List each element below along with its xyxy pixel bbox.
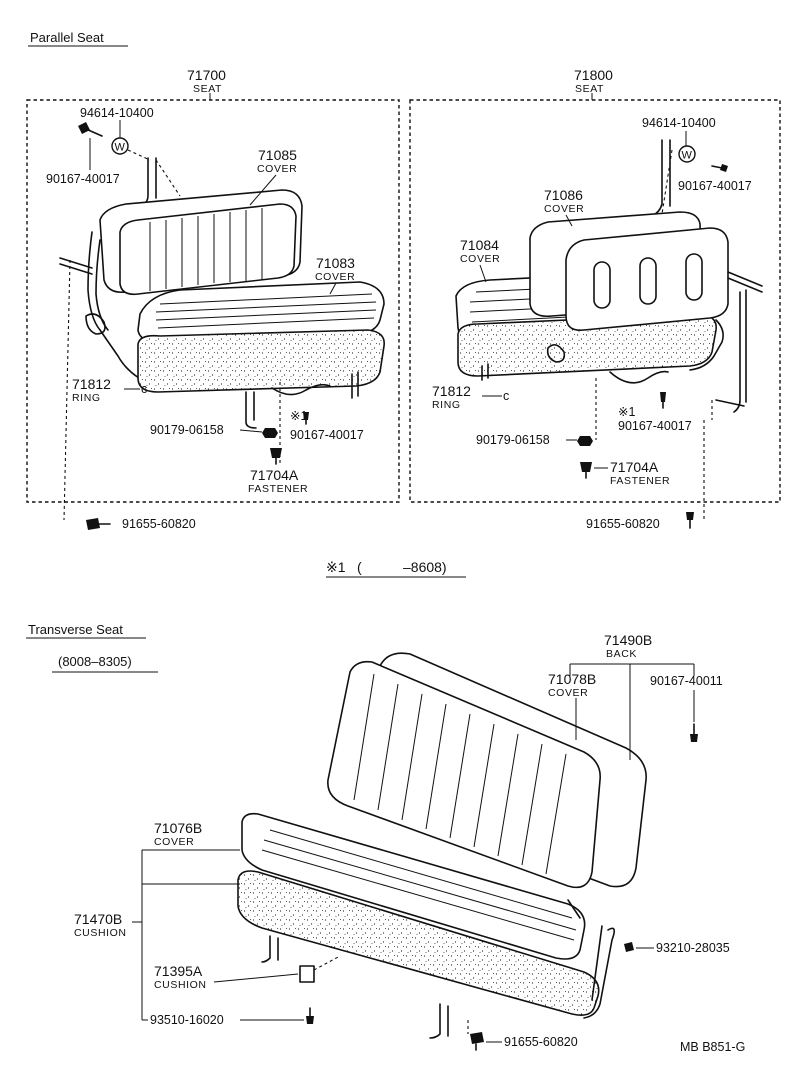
leader: [213, 973, 299, 983]
left-bolt-top: 94614-10400: [80, 106, 154, 120]
sub-cushion-number: 71395A: [154, 963, 203, 979]
bracket: [141, 849, 240, 1020]
right-back-cover-label: COVER: [544, 203, 584, 215]
leader: [565, 214, 573, 227]
right-cushion-cover-number: 71084: [460, 237, 499, 253]
left-seat-number: 71700: [187, 67, 226, 83]
right-note-mark: ※1: [618, 405, 635, 419]
fastener-icon: [580, 462, 592, 479]
footer-code: MB B851-G: [680, 1040, 745, 1054]
left-washer-label: W: [115, 142, 126, 154]
right-bolt-top: 94614-10400: [642, 116, 716, 130]
screw-icon: [303, 412, 309, 425]
right-washer-label: W: [682, 150, 693, 162]
right-fastener-label: FASTENER: [610, 475, 670, 487]
fastener-icon: [270, 448, 282, 465]
parallel-seat-section: Parallel Seat 71700 SEAT: [26, 30, 781, 578]
right-fastener-number: 71704A: [610, 459, 659, 475]
back-cover-number: 71078B: [548, 671, 596, 687]
right-screw-top: 90167-40017: [678, 179, 752, 193]
right-nut: 90179-06158: [476, 433, 550, 447]
sub-cushion-label: CUSHION: [154, 979, 207, 991]
right-ring-clip: c: [503, 389, 509, 403]
parallel-seat-title: Parallel Seat: [30, 30, 104, 45]
screw-icon: [690, 723, 698, 742]
nut-icon: [577, 436, 593, 446]
transverse-seat-drawing: [237, 652, 698, 1051]
screw-cushion: 93510-16020: [150, 1013, 224, 1027]
transverse-seat-range: (8008–8305): [58, 654, 132, 669]
left-ring-clip: c: [141, 382, 147, 396]
back-label: BACK: [606, 648, 637, 660]
left-ring-label: RING: [72, 392, 101, 404]
left-fastener-number: 71704A: [250, 467, 299, 483]
right-seat-label: SEAT: [575, 83, 604, 95]
note-open: (: [357, 559, 362, 575]
bolt-bottom: 91655-60820: [504, 1035, 578, 1049]
left-screw-bottom: 90167-40017: [290, 428, 364, 442]
cushion-cover-label: COVER: [154, 836, 194, 848]
washer-icon: W: [678, 145, 696, 163]
left-screw-top: 90167-40017: [46, 172, 120, 186]
bolt-icon: [470, 1032, 484, 1051]
back-slot: [639, 257, 657, 305]
cushion-block-icon: [299, 965, 315, 983]
right-back-cover-number: 71086: [544, 187, 583, 203]
left-back-cover-label: COVER: [257, 163, 297, 175]
left-back-pleats: [149, 208, 263, 291]
washer-icon: W: [111, 137, 129, 155]
leader: [479, 264, 487, 283]
screw-icon: [711, 164, 728, 172]
left-cushion-pleats: [155, 293, 377, 329]
screw-icon: [624, 942, 634, 952]
right-ring-label: RING: [432, 399, 461, 411]
bolt-icon: [86, 518, 111, 530]
note-range: –8608): [403, 559, 447, 575]
right-cushion-cover-label: COVER: [460, 253, 500, 265]
left-seat-drawing: W: [59, 122, 385, 530]
left-back-cover-number: 71085: [258, 147, 297, 163]
leader: [239, 429, 263, 433]
transverse-cushion-pleats: [261, 829, 577, 941]
right-bolt-bottom: 91655-60820: [586, 517, 660, 531]
transverse-seat-title: Transverse Seat: [28, 622, 123, 637]
screw-icon: [306, 1007, 314, 1024]
bolt-icon: [78, 122, 103, 137]
nut-icon: [262, 428, 278, 438]
back-slot: [685, 253, 703, 301]
transverse-seat-section: Transverse Seat (8008–8305): [26, 622, 745, 1054]
bolt-icon: [686, 512, 694, 529]
left-ring-number: 71812: [72, 376, 111, 392]
left-cushion-cover-number: 71083: [316, 255, 355, 271]
left-cushion-cover-label: COVER: [315, 271, 355, 283]
left-seat-frame: [26, 99, 400, 503]
transverse-back-pleats: [353, 673, 567, 875]
cushion-label: CUSHION: [74, 927, 127, 939]
leader: [329, 282, 337, 295]
note-mark: ※1: [326, 559, 346, 575]
cushion-number: 71470B: [74, 911, 122, 927]
left-seat-label: SEAT: [193, 83, 222, 95]
left-bolt-bottom: 91655-60820: [122, 517, 196, 531]
right-screw-bottom: 90167-40017: [618, 419, 692, 433]
back-cover-label: COVER: [548, 687, 588, 699]
cushion-cover-number: 71076B: [154, 820, 202, 836]
back-number: 71490B: [604, 632, 652, 648]
screw-back: 90167-40011: [650, 674, 723, 688]
bracket: [569, 663, 695, 760]
right-seat-drawing: W: [455, 139, 763, 529]
screw-icon: [660, 392, 666, 409]
right-seat-frame: [409, 99, 781, 503]
left-fastener-label: FASTENER: [248, 483, 308, 495]
leader: [249, 174, 277, 206]
right-ring-number: 71812: [432, 383, 471, 399]
back-slot: [593, 261, 611, 309]
left-note-mark: ※1: [290, 409, 307, 423]
right-seat-number: 71800: [574, 67, 613, 83]
screw-side: 93210-28035: [656, 941, 730, 955]
left-nut: 90179-06158: [150, 423, 224, 437]
